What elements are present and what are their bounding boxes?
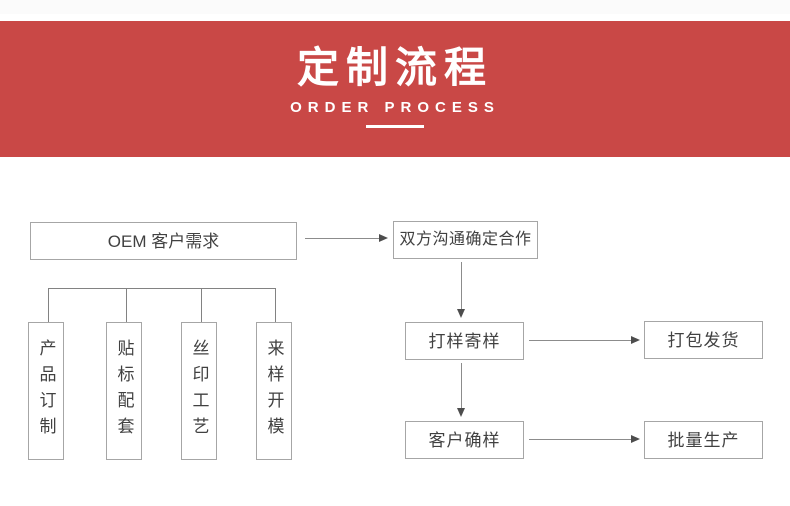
node-customer-confirm: 客户确样 bbox=[405, 421, 524, 459]
arrow-down-icon bbox=[457, 262, 465, 318]
branch-drop-line bbox=[48, 288, 49, 322]
node-branch-labeling: 贴标配套 bbox=[106, 322, 142, 460]
arrow-down-icon bbox=[457, 363, 465, 417]
banner: 定制流程 ORDER PROCESS bbox=[0, 21, 790, 157]
subtitle-underline bbox=[366, 125, 424, 129]
node-sample-sending: 打样寄样 bbox=[405, 322, 524, 360]
arrow-right-icon bbox=[529, 336, 640, 344]
node-mass-production: 批量生产 bbox=[644, 421, 763, 459]
node-branch-silkscreen: 丝印工艺 bbox=[181, 322, 217, 460]
branch-drop-line bbox=[275, 288, 276, 322]
page-subtitle: ORDER PROCESS bbox=[290, 99, 500, 117]
node-branch-product-order: 产品订制 bbox=[28, 322, 64, 460]
top-strip bbox=[0, 0, 790, 14]
arrow-right-icon bbox=[529, 435, 640, 443]
arrow-right-icon bbox=[305, 234, 388, 242]
node-oem-requirements: OEM 客户需求 bbox=[30, 222, 297, 260]
node-negotiate: 双方沟通确定合作 bbox=[393, 221, 538, 259]
branch-drop-line bbox=[126, 288, 127, 322]
page-title: 定制流程 bbox=[296, 44, 493, 91]
branch-bracket-line bbox=[48, 288, 276, 289]
node-pack-ship: 打包发货 bbox=[644, 321, 763, 359]
branch-drop-line bbox=[201, 288, 202, 322]
node-branch-sample-mold: 来样开模 bbox=[256, 322, 292, 460]
